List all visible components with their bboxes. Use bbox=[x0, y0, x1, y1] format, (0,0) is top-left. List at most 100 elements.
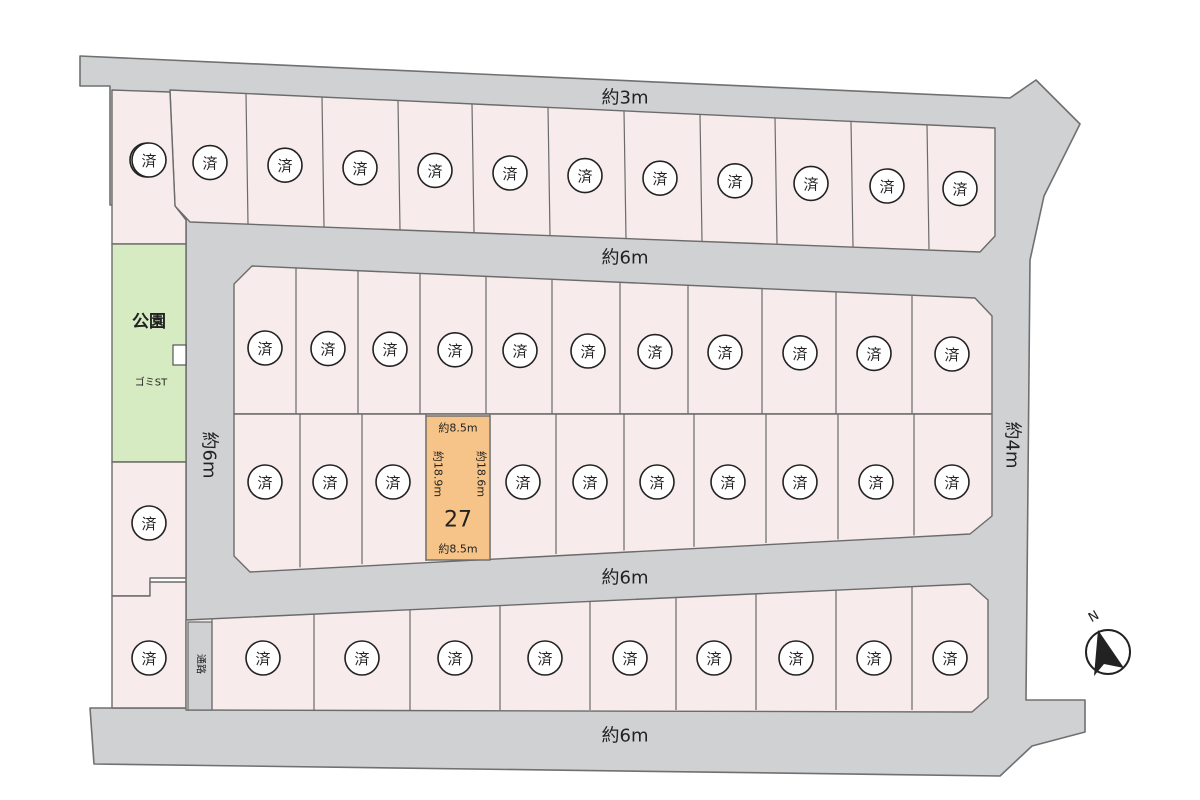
sold-mark-text: 済 bbox=[580, 343, 595, 361]
sold-mark-center-upper: 済 bbox=[247, 330, 283, 366]
sold-mark-text: 済 bbox=[354, 650, 369, 668]
lot-dividers bbox=[211, 93, 930, 710]
sold-mark-text: 済 bbox=[866, 650, 881, 668]
sold-mark-text: 済 bbox=[720, 474, 735, 492]
sold-mark-bottom: 済 bbox=[778, 640, 814, 676]
sold-mark-circle bbox=[505, 464, 541, 500]
sold-mark-center-lower: 済 bbox=[782, 464, 818, 500]
sold-mark-text: 済 bbox=[803, 175, 818, 193]
sold-mark-text: 済 bbox=[868, 474, 883, 492]
sold-mark-circle bbox=[192, 144, 228, 181]
sold-mark-center-lower: 済 bbox=[572, 464, 608, 500]
sold-mark-text: 済 bbox=[942, 650, 957, 668]
sold-mark-center-lower: 済 bbox=[375, 464, 411, 500]
lot-divider-top bbox=[321, 96, 325, 227]
sold-mark-bottom: 済 bbox=[612, 640, 648, 676]
sold-mark-text: 済 bbox=[727, 173, 742, 191]
sold-mark-text: 済 bbox=[622, 650, 637, 668]
sold-mark-center-lower: 済 bbox=[505, 464, 541, 500]
sold-mark-bottom: 済 bbox=[696, 640, 732, 676]
sold-mark-circle bbox=[637, 333, 673, 370]
sold-mark-top: 済 bbox=[793, 165, 829, 202]
sold-mark-text: 済 bbox=[447, 342, 462, 360]
lot-27-shape[interactable] bbox=[425, 415, 491, 561]
sold-mark-center-upper: 済 bbox=[782, 334, 818, 371]
road-labels: 約3m 約6m 約6m 約6m 約6m 約4m bbox=[199, 88, 1023, 747]
lot-27-depth-right: 約18.6m bbox=[475, 451, 489, 497]
featured-lot-27[interactable]: 約8.5m 約8.5m 約18.9m 約18.6m 27 bbox=[425, 415, 491, 561]
sold-mark-text: 済 bbox=[385, 474, 400, 492]
sold-mark-top: 済 bbox=[717, 163, 753, 199]
sold-mark-top: 済 bbox=[342, 150, 378, 186]
sold-mark-text: 済 bbox=[277, 157, 292, 175]
sold-mark-circle bbox=[782, 464, 818, 500]
lot-27-depth-left: 約18.9m bbox=[432, 451, 446, 497]
sold-mark-circle bbox=[856, 335, 892, 372]
sold-mark-circle bbox=[782, 334, 818, 371]
lot-divider-top bbox=[245, 93, 249, 225]
sold-mark-text: 済 bbox=[577, 168, 592, 186]
sold-mark-text: 済 bbox=[647, 344, 662, 362]
sold-mark-center-lower: 済 bbox=[858, 464, 894, 500]
sold-mark-text: 済 bbox=[649, 474, 664, 492]
sold-mark-text: 済 bbox=[320, 341, 335, 359]
lot-divider-top bbox=[471, 103, 475, 233]
sold-mark-circle bbox=[245, 640, 281, 676]
sold-mark-circle bbox=[934, 464, 970, 500]
sold-mark-circle bbox=[717, 163, 753, 199]
north-arrow: N bbox=[1085, 608, 1131, 676]
sold-mark-center-lower: 済 bbox=[247, 464, 283, 500]
sold-mark-text: 済 bbox=[382, 341, 397, 359]
sold-mark-text: 済 bbox=[141, 650, 156, 668]
north-arrow-pointer bbox=[1094, 630, 1124, 676]
sold-mark-text: 済 bbox=[706, 650, 721, 668]
sold-mark-circle bbox=[131, 505, 167, 541]
sold-mark-circle bbox=[527, 640, 563, 676]
north-arrow-letter: N bbox=[1086, 608, 1102, 626]
sold-mark-circle bbox=[267, 147, 303, 183]
sold-mark-circle bbox=[858, 464, 894, 500]
sold-mark-west-middle: 済 bbox=[131, 505, 167, 541]
sold-mark-bottom: 済 bbox=[245, 640, 281, 676]
sold-mark-top: 済 bbox=[192, 144, 228, 181]
sold-mark-bottom: 済 bbox=[344, 640, 380, 676]
sold-mark-top: 済 bbox=[267, 147, 303, 183]
sold-mark-circle bbox=[344, 640, 380, 676]
sold-mark-text: 済 bbox=[141, 152, 156, 170]
sold-mark-text: 済 bbox=[537, 650, 552, 668]
sold-mark-circle bbox=[131, 142, 167, 178]
sold-mark-center-upper: 済 bbox=[637, 333, 673, 370]
lot-row-bottom bbox=[185, 583, 989, 713]
sold-mark-circle bbox=[639, 464, 675, 500]
sold-mark-center-lower: 済 bbox=[934, 464, 970, 500]
sold-mark-circle bbox=[437, 640, 473, 676]
sold-mark-circle bbox=[793, 165, 829, 202]
sold-mark-text: 済 bbox=[792, 345, 807, 363]
sold-mark-circle bbox=[572, 464, 608, 500]
sold-mark-circle bbox=[417, 152, 453, 189]
sold-mark-text: 済 bbox=[502, 165, 517, 183]
sold-mark-bottom: 済 bbox=[527, 640, 563, 676]
sold-mark-center-upper: 済 bbox=[570, 333, 606, 369]
sold-mark-top: 済 bbox=[417, 152, 453, 189]
road-label-south: 約6m bbox=[602, 726, 649, 747]
sold-mark-text: 済 bbox=[427, 162, 442, 180]
sold-mark-bottom: 済 bbox=[437, 640, 473, 676]
sold-mark-circle bbox=[375, 464, 411, 500]
road-label-east: 約4m bbox=[1002, 422, 1023, 469]
sold-mark-text: 済 bbox=[944, 346, 959, 364]
lot-27-width-top: 約8.5m bbox=[438, 421, 477, 435]
sold-mark-text: 済 bbox=[141, 515, 156, 533]
sold-mark-circle bbox=[310, 330, 346, 367]
sold-mark-top: 済 bbox=[567, 157, 603, 194]
sold-mark-circle bbox=[932, 640, 968, 676]
sold-mark-text: 済 bbox=[255, 650, 270, 668]
lot-divider-top bbox=[774, 117, 778, 244]
park-label: 公園 bbox=[132, 312, 166, 332]
sold-mark-text: 済 bbox=[652, 170, 667, 188]
sold-mark-circle bbox=[372, 331, 408, 368]
sold-mark-center-lower: 済 bbox=[312, 464, 348, 500]
lot-divider-top bbox=[926, 124, 930, 250]
sold-mark-center-upper: 済 bbox=[856, 335, 892, 372]
